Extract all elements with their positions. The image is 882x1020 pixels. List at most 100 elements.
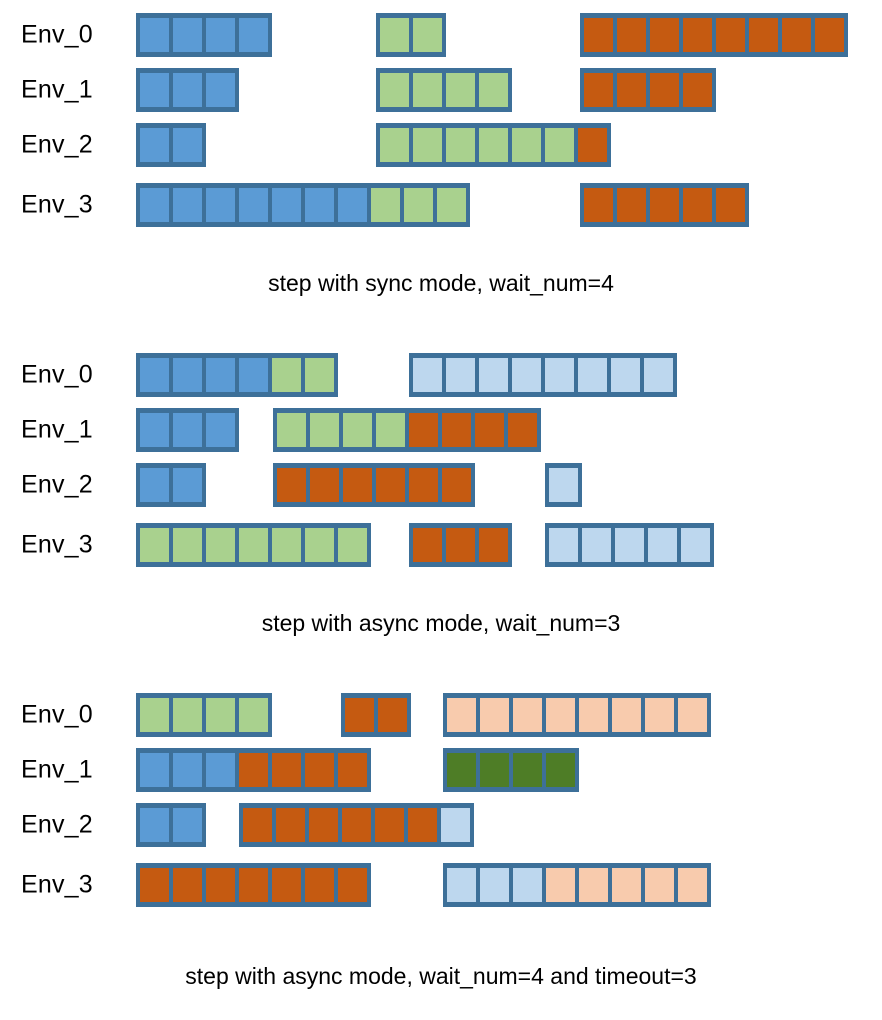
timeline-cell-green [272,358,301,392]
timeline-cell-orange [140,868,169,902]
timeline-cell-blue [140,753,169,787]
timeline-cell-green [206,528,235,562]
timeline-cell-blue [173,358,202,392]
timeline-segment [376,13,446,57]
timeline-cell-blue [173,753,202,787]
timeline-cell-green [140,528,169,562]
timeline-cell-green [380,128,409,162]
timeline-cell-blue [206,753,235,787]
timeline-cell-orange [409,413,438,447]
timeline-cell-light-blue [512,358,541,392]
timeline-cell-orange [310,468,339,502]
env-row-label: Env_1 [21,415,93,444]
timeline-cell-dark-green [546,753,575,787]
timeline-segment [341,693,411,737]
timeline-segment [136,693,272,737]
timeline-cell-orange [584,188,613,222]
timeline-cell-blue [206,188,235,222]
timeline-cell-orange [276,808,305,842]
timeline-cell-green [173,698,202,732]
env-row: Env_2 [0,803,882,847]
timeline-cell-orange [479,528,508,562]
timeline-cell-green [343,413,372,447]
timeline-cell-dark-green [447,753,476,787]
timeline-cell-orange [584,18,613,52]
timeline-cell-orange [305,868,334,902]
timeline-cell-light-orange [579,868,608,902]
timeline-cell-orange [272,753,301,787]
timeline-cell-orange [442,468,471,502]
timeline-cell-light-blue [446,358,475,392]
panel-caption: step with async mode, wait_num=3 [261,610,621,636]
env-row: Env_3 [0,523,882,567]
timeline-cell-blue [140,468,169,502]
timeline-cell-light-orange [480,698,509,732]
timeline-cell-green [545,128,574,162]
timeline-segment [376,123,611,167]
timeline-segment [136,463,206,507]
timeline-cell-light-orange [513,698,542,732]
timeline-segment [443,748,579,792]
timeline-cell-dark-green [513,753,542,787]
env-row-label: Env_0 [21,360,93,389]
timeline-cell-green [437,188,466,222]
timeline-cell-dark-green [480,753,509,787]
timeline-cell-blue [173,128,202,162]
timeline-cell-green [371,188,400,222]
timeline-segment [136,353,338,397]
env-row-label: Env_1 [21,755,93,784]
timeline-cell-orange [683,18,712,52]
timeline-cell-orange [413,528,442,562]
timeline-segment [136,408,239,452]
timeline-cell-blue [140,18,169,52]
timeline-cell-green [376,413,405,447]
timeline-cell-light-blue [549,468,578,502]
timeline-cell-orange [408,808,437,842]
timeline-cell-green [305,528,334,562]
timeline-cell-orange [277,468,306,502]
timeline-cell-light-blue [479,358,508,392]
env-row: Env_2 [0,123,882,167]
env-row: Env_2 [0,463,882,507]
timeline-segment [136,803,206,847]
timeline-cell-orange [475,413,504,447]
timeline-cell-green [413,73,442,107]
timeline-cell-orange [309,808,338,842]
timeline-cell-green [512,128,541,162]
timeline-cell-light-orange [546,868,575,902]
timeline-cell-orange [578,128,607,162]
timeline-cell-orange [650,73,679,107]
timeline-cell-light-blue [615,528,644,562]
timeline-cell-blue [206,358,235,392]
timeline-cell-blue [173,188,202,222]
env-row: Env_0 [0,13,882,57]
timeline-cell-green [446,128,475,162]
timeline-cell-orange [345,698,374,732]
timeline-cell-orange [239,753,268,787]
timeline-cell-light-blue [549,528,578,562]
timeline-segment [376,68,512,112]
timeline-cell-blue [239,358,268,392]
timeline-cell-light-blue [441,808,470,842]
timeline-cell-green [272,528,301,562]
timeline-cell-blue [173,73,202,107]
timeline-cell-orange [446,528,475,562]
timeline-cell-blue [140,188,169,222]
timeline-cell-blue [140,73,169,107]
timeline-segment [443,863,711,907]
env-row: Env_1 [0,68,882,112]
panel-caption: step with sync mode, wait_num=4 [268,270,614,296]
timeline-cell-blue [272,188,301,222]
timeline-segment [239,803,474,847]
timeline-cell-orange [409,468,438,502]
timeline-segment [580,183,749,227]
env-row-label: Env_0 [21,700,93,729]
env-row: Env_1 [0,408,882,452]
timeline-cell-green [380,18,409,52]
timeline-cell-orange [338,868,367,902]
timeline-cell-blue [305,188,334,222]
timeline-segment [545,463,582,507]
timeline-cell-blue [173,18,202,52]
env-row-label: Env_2 [21,810,93,839]
timeline-cell-blue [239,188,268,222]
